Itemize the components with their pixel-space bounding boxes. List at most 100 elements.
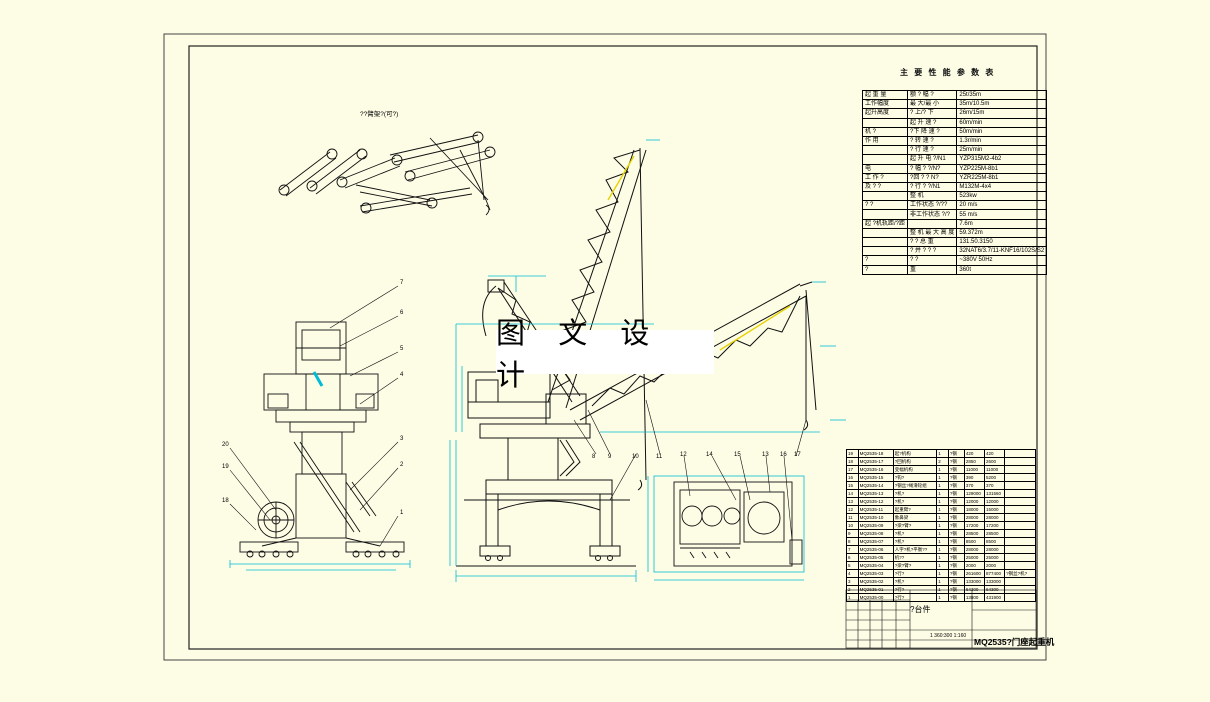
inset-title: ??臂架?(可?)	[360, 111, 399, 118]
performance-cell: 起升高度	[861, 108, 909, 119]
parts-cell: 2	[846, 585, 859, 594]
label-20: 20	[222, 442, 229, 448]
performance-row: 作 用? 转 速 ?1.3r/min	[861, 135, 1048, 147]
parts-cell: ?机?	[892, 497, 938, 506]
performance-cell: 工作幅度	[861, 99, 909, 110]
label-2: 2	[400, 462, 404, 468]
performance-row: ? 并 ? ? ?32NAT6/3.7/11-KNF16/102S/S2	[861, 246, 1048, 257]
parts-cell: MQ2535-04	[857, 561, 894, 570]
label-11: 11	[656, 454, 663, 460]
performance-cell	[861, 246, 909, 257]
performance-cell: 起 ?机轨距/?距	[861, 218, 909, 229]
parts-cell: 13800	[963, 593, 986, 602]
performance-table-title: 主 要 性 能 参 数 表	[900, 68, 996, 77]
outer-frame	[163, 33, 1047, 661]
parts-cell: 370	[963, 481, 986, 490]
parts-cell	[1004, 497, 1036, 506]
plan-view	[673, 481, 803, 567]
parts-cell: 16	[846, 473, 859, 482]
parts-cell: 28500	[963, 529, 986, 538]
performance-cell: ?回 ? ? N?	[907, 172, 958, 183]
parts-cell: 17	[846, 465, 859, 474]
performance-cell: ? 并 ? ? ?	[907, 246, 958, 257]
parts-cell: 8500	[963, 537, 986, 546]
performance-cell: 机 ?	[861, 126, 909, 137]
parts-cell: MQ2535-16	[857, 465, 894, 474]
parts-cell	[1004, 521, 1036, 530]
parts-cell: MQ2535-01	[857, 585, 894, 594]
parts-cell: 64300	[983, 585, 1006, 594]
parts-cell: ?行?	[892, 569, 938, 578]
parts-cell	[1004, 529, 1036, 538]
performance-cell: ?	[861, 255, 909, 266]
parts-cell: MQ2535-00	[857, 593, 894, 602]
side-view	[239, 321, 405, 558]
performance-cell: 360t	[956, 264, 1048, 275]
performance-row: 工 作 ??回 ? ? N?YZR225M-8b1	[861, 172, 1048, 183]
plan-view-leaders	[683, 419, 807, 541]
label-17: 17	[794, 452, 801, 458]
performance-row: 机 ??下 降 速 ?50m/min	[861, 126, 1048, 137]
parts-cell: 2000	[983, 561, 1006, 570]
parts-cell: ?钢	[947, 553, 965, 562]
front-view-leaders	[573, 399, 661, 501]
parts-cell: MQ2535-13	[857, 489, 894, 498]
parts-cell: 28000	[963, 545, 986, 554]
parts-cell: 7	[846, 545, 859, 554]
performance-row: ? 行 速 ?25m/min	[861, 145, 1048, 156]
parts-cell: MQ2535-15	[857, 473, 894, 482]
parts-cell	[1004, 577, 1036, 586]
parts-cell: MQ2535-18	[857, 449, 894, 458]
performance-cell: 电	[861, 163, 909, 174]
parts-cell	[1004, 481, 1036, 490]
performance-row: ? ?工作状态 ?/??20 m/s	[861, 200, 1048, 211]
parts-cell: 1	[936, 561, 949, 570]
parts-cell: 机??	[892, 553, 938, 562]
parts-cell: 390	[963, 473, 986, 482]
parts-cell: 11	[846, 513, 859, 522]
parts-cell	[1004, 553, 1036, 562]
side-view-dims	[229, 371, 411, 571]
label-12: 12	[680, 452, 687, 458]
parts-cell: 3	[846, 577, 859, 586]
plan-view-dims	[647, 475, 805, 581]
performance-row: 非工作状态 ?/?55 m/s	[861, 209, 1048, 220]
parts-cell: ?钢	[947, 521, 965, 530]
inner-frame	[188, 45, 1038, 650]
parts-cell: 2000	[963, 561, 986, 570]
parts-cell: ?钢	[947, 593, 965, 602]
parts-cell: 17200	[983, 521, 1006, 530]
parts-cell: MQ2535-06	[857, 545, 894, 554]
parts-cell: ?机?	[892, 529, 938, 538]
parts-cell: ?钢	[947, 545, 965, 554]
performance-cell: 及 ? ?	[861, 181, 909, 193]
parts-cell: ?钢	[947, 489, 965, 498]
parts-cell: ?钢	[947, 473, 965, 482]
performance-cell: 工 作 ?	[861, 172, 909, 183]
performance-cell: 131.50.3150	[956, 236, 1048, 248]
parts-cell: 2	[936, 457, 949, 466]
parts-cell: 1	[936, 513, 949, 522]
parts-cell: MQ2535-11	[857, 505, 894, 514]
parts-cell	[1004, 561, 1036, 570]
performance-cell	[861, 209, 909, 220]
parts-cell: 25000	[983, 553, 1006, 562]
parts-cell: ?钢	[947, 569, 965, 578]
performance-cell: YZP315M2-4b2	[956, 154, 1048, 165]
parts-cell: MQ2535-10	[857, 513, 894, 522]
parts-cell: 6	[846, 553, 859, 562]
parts-cell	[1004, 593, 1036, 602]
